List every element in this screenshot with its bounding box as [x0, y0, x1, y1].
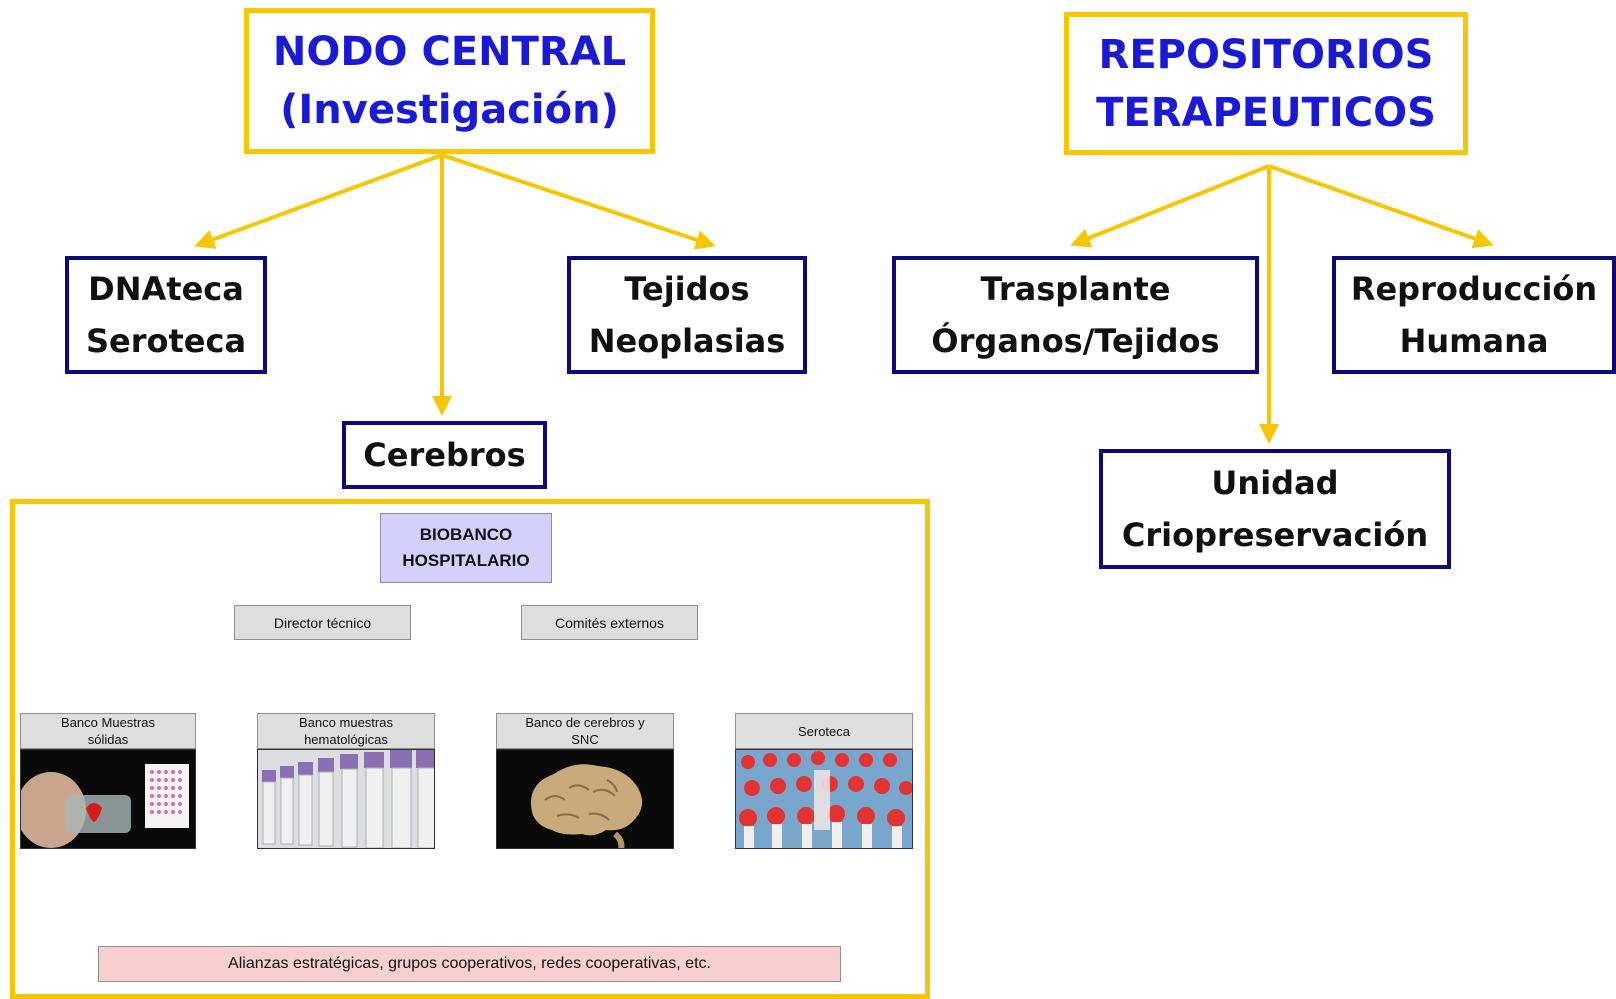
trasplante-box: Trasplante Órganos/Tejidos — [892, 256, 1259, 374]
dnateca-box: DNAteca Seroteca — [65, 256, 267, 374]
tejidos-line2: Neoplasias — [588, 322, 786, 360]
dnateca-line1: DNAteca — [88, 270, 244, 308]
photo-brain — [496, 749, 674, 849]
tejidos-box: Tejidos Neoplasias — [567, 256, 807, 374]
bank-seroteca-line1: Seroteca — [797, 723, 851, 739]
alianzas-box: Alianzas estratégicas, grupos cooperativ… — [98, 946, 841, 982]
bank-cerebros-line1: Banco de cerebros y — [525, 715, 645, 730]
photo-solid-samples — [20, 749, 196, 849]
solid-samples-image — [21, 750, 195, 848]
bank-hema-line2: hematológicas — [304, 732, 388, 747]
bank-hema-line1: Banco muestras — [299, 715, 393, 730]
brain-image — [497, 750, 673, 848]
unidad-line2: Criopreservación — [1121, 516, 1429, 554]
bank-cerebros-line2: SNC — [571, 732, 599, 747]
bank-solidas-line2: sólidas — [87, 732, 129, 747]
reproduccion-box: Reproducción Humana — [1332, 256, 1616, 374]
biobanco-title-line2: HOSPITALARIO — [402, 551, 530, 570]
biobanco-title-line1: BIOBANCO — [419, 525, 513, 544]
repositorios-arrows — [1070, 164, 1494, 444]
nodo-central-line2: (Investigación) — [280, 87, 619, 133]
bank-solidas-line1: Banco Muestras — [61, 715, 155, 730]
cerebros-label: Cerebros — [363, 436, 526, 474]
hematologic-tubes-image — [258, 750, 434, 848]
cerebros-box: Cerebros — [342, 421, 547, 489]
biobanco-title-box: BIOBANCO HOSPITALARIO — [380, 513, 552, 583]
tejidos-line1: Tejidos — [624, 270, 750, 308]
comites-externos-label: Comités externos — [555, 614, 664, 631]
reproduccion-line1: Reproducción — [1350, 270, 1598, 308]
repositorios-box: REPOSITORIOS TERAPEUTICOS — [1064, 12, 1468, 155]
dnateca-line2: Seroteca — [85, 322, 247, 360]
repositorios-line1: REPOSITORIOS — [1098, 31, 1434, 78]
repositorios-line2: TERAPEUTICOS — [1096, 89, 1436, 136]
unidad-line1: Unidad — [1211, 464, 1339, 502]
director-tecnico-label: Director técnico — [273, 614, 372, 631]
nodo-central-line1: NODO CENTRAL — [272, 29, 627, 75]
unidad-box: Unidad Criopreservación — [1099, 449, 1451, 569]
nodo-central-arrows — [194, 153, 716, 416]
bank-label-cerebros: Banco de cerebros y SNC — [496, 713, 674, 749]
photo-serum-tubes — [735, 749, 913, 849]
bank-label-seroteca: Seroteca — [735, 713, 913, 749]
bank-label-solidas: Banco Muestras sólidas — [20, 713, 196, 749]
photo-hematologic-tubes — [257, 749, 435, 849]
reproduccion-line2: Humana — [1399, 322, 1549, 360]
trasplante-line2: Órganos/Tejidos — [931, 322, 1220, 360]
nodo-central-box: NODO CENTRAL (Investigación) — [244, 8, 655, 154]
alianzas-label: Alianzas estratégicas, grupos cooperativ… — [228, 955, 711, 972]
director-tecnico-box: Director técnico — [234, 605, 411, 640]
comites-externos-box: Comités externos — [521, 605, 698, 640]
bank-label-hematologicas: Banco muestras hematológicas — [257, 713, 435, 749]
trasplante-line1: Trasplante — [980, 270, 1171, 308]
serum-tubes-image — [736, 750, 912, 848]
